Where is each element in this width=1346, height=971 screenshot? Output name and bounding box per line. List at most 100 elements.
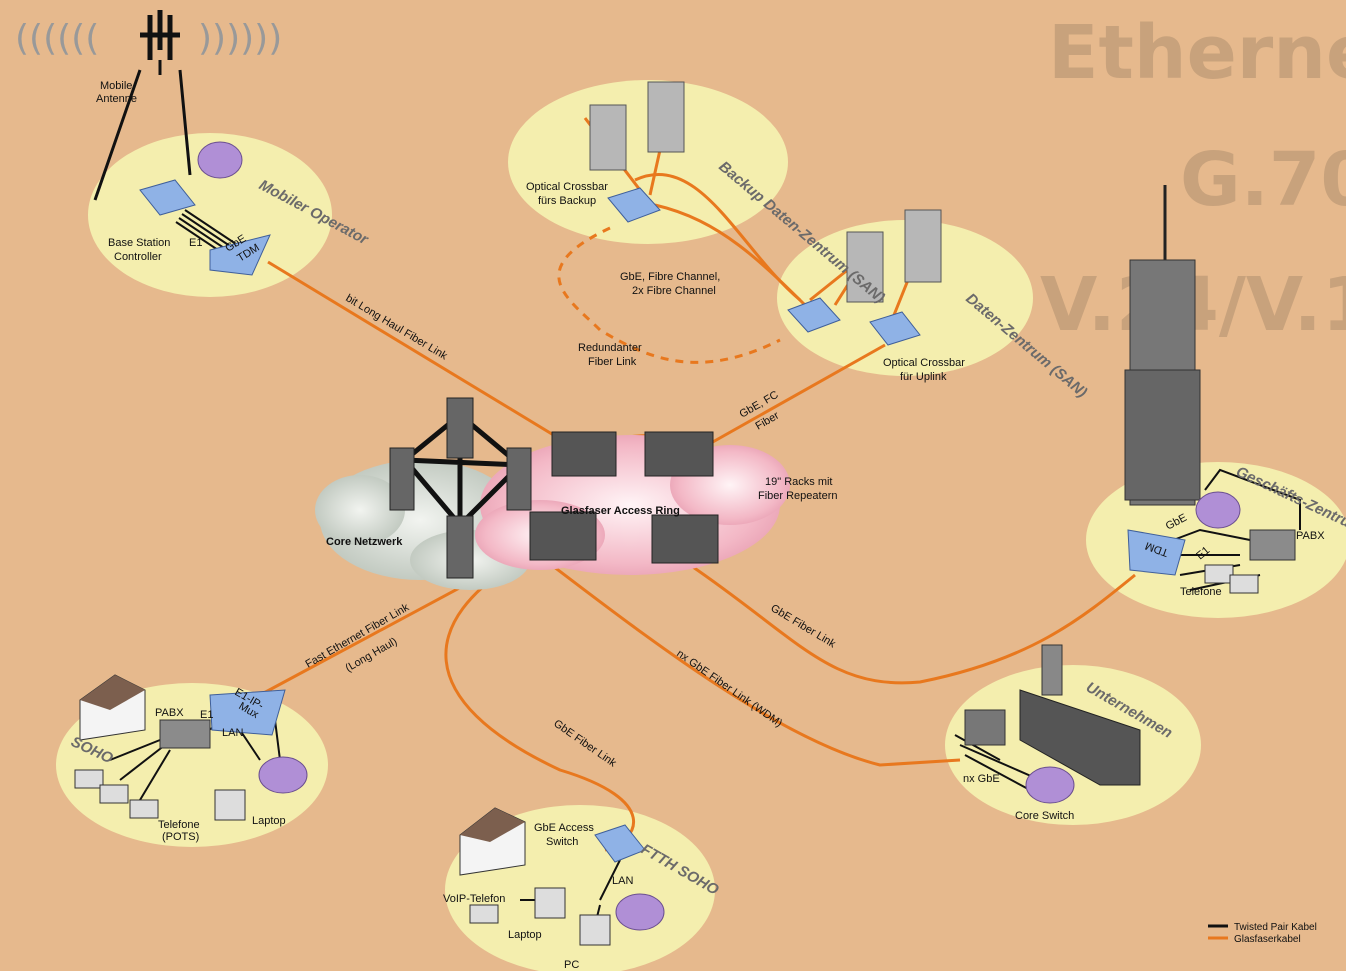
soho-lan-lines: [239, 719, 281, 761]
pabx-soho: [159, 719, 211, 749]
company-lines: [954, 734, 1041, 791]
label-gbe-access-2: Switch: [546, 836, 578, 848]
core-switch-router: [1025, 766, 1075, 804]
company-building: [964, 644, 1141, 786]
phone-soho-1: [74, 769, 104, 789]
label-crossbar-uplink-2: für Uplink: [900, 371, 947, 383]
label-gbe-fiber-ftth: GbE Fiber Link: [551, 718, 618, 770]
end-devices: [74, 529, 1296, 946]
soho-house: [79, 674, 146, 741]
signal-waves-left: ((((((: [15, 18, 99, 59]
label-lan-soho: LAN: [222, 727, 243, 739]
ftth-house: [459, 807, 526, 876]
label-mobile-antenna-2: Antenne: [96, 93, 137, 105]
business-building-link: [1204, 468, 1301, 530]
bg-title-1: Etherne: [1048, 10, 1346, 96]
switch-devices: [139, 179, 1186, 863]
dc-server-2: [904, 209, 942, 283]
soho-phone-lines: [109, 714, 236, 801]
rack-4: [651, 514, 719, 564]
backup-server-1: [589, 104, 627, 171]
label-redundant-1: Redundanter: [578, 342, 642, 354]
label-e1-mobile: E1: [189, 237, 202, 249]
gbe-fiber-link-business: [689, 563, 1136, 685]
pc-ftth: [579, 914, 611, 946]
router-soho: [258, 756, 308, 794]
skyscraper: [1124, 185, 1201, 506]
laptop-soho: [214, 789, 246, 821]
label-pc: PC: [564, 959, 579, 971]
phone-soho-3: [129, 799, 159, 819]
label-gbe-fc-2: 2x Fibre Channel: [632, 285, 716, 297]
laptop-ftth: [534, 887, 566, 919]
label-crossbar-uplink-1: Optical Crossbar: [883, 357, 965, 369]
fiber-repeater-racks: [529, 431, 719, 564]
gbe-tdm-mux-business: [1127, 529, 1186, 576]
label-voip: VoIP-Telefon: [443, 893, 505, 905]
label-racks-2: Fiber Repeatern: [758, 490, 838, 502]
label-e1-soho: E1: [200, 709, 213, 721]
rack-3: [529, 511, 597, 561]
label-nx-gbe-link: nx GbE Fiber Link (WDM): [674, 648, 784, 730]
label-pabx-business: PABX: [1296, 530, 1325, 542]
rack-2: [644, 431, 714, 477]
legend: Twisted Pair Kabel Glasfaserkabel: [1208, 922, 1317, 945]
label-fiber-link-short: Fiber: [754, 410, 782, 433]
core-network-buildings: [389, 397, 532, 579]
company-switch-rack: [964, 709, 1006, 746]
zone-backup-datacenter: [508, 80, 788, 244]
gbe-fiber-link-ftth: [444, 558, 635, 852]
e1-ip-mux: [209, 689, 286, 736]
label-crossbar-backup-2: fürs Backup: [538, 195, 596, 207]
rack-1: [551, 431, 617, 477]
label-nx-gbe: nx GbE: [963, 773, 1000, 785]
phone-business-2: [1229, 574, 1259, 594]
voip-phone: [469, 904, 499, 924]
label-core-network: Core Netzwerk: [326, 536, 403, 548]
dc-server-1: [846, 231, 884, 303]
e1-lines-mobile: [175, 209, 246, 263]
label-laptop-ftth: Laptop: [508, 929, 542, 941]
label-laptop-soho: Laptop: [252, 815, 286, 827]
optical-crossbar-backup: [607, 187, 661, 223]
label-telefone-business: Telefone: [1180, 586, 1222, 598]
mobile-antenna: (((((( )))))): [15, 10, 282, 201]
router-ftth: [615, 893, 665, 931]
router-business: [1195, 491, 1241, 529]
label-gbe-access-1: GbE Access: [534, 822, 594, 834]
pabx-business: [1249, 529, 1296, 561]
label-telefone-pots-2: (POTS): [162, 831, 199, 843]
label-long-haul: bit Long Haul Fiber Link: [343, 292, 449, 362]
san-fiber-link-2: [654, 203, 822, 322]
routers: [197, 141, 1241, 931]
label-bsc-1: Base Station: [108, 237, 170, 249]
label-gbe-fc-1: GbE, Fibre Channel,: [620, 271, 720, 283]
optical-crossbar-uplink: [869, 311, 921, 346]
fiber-links: [259, 117, 1136, 852]
long-haul-fiber-link: [267, 260, 571, 447]
zone-mobile-operator: [88, 133, 332, 297]
label-pabx-soho: PABX: [155, 707, 184, 719]
redundant-fiber-link: [557, 226, 781, 364]
nx-gbe-fiber-link: [544, 558, 961, 767]
label-redundant-2: Fiber Link: [588, 356, 637, 368]
phone-business-1: [1204, 564, 1234, 584]
backup-server-2: [647, 81, 685, 153]
gbe-fc-fiber-link: [694, 343, 886, 454]
label-racks-1: 19" Racks mit: [765, 476, 832, 488]
router-mobile: [197, 141, 243, 179]
gbe-tdm-mux-mobile: [209, 234, 271, 276]
gbe-access-switch: [594, 824, 646, 863]
bg-title-2: G.70: [1180, 137, 1346, 223]
phone-soho-2: [99, 784, 129, 804]
legend-fiber: Glasfaserkabel: [1234, 934, 1301, 945]
optical-crossbar-dc-1: [787, 297, 841, 333]
signal-waves-right: )))))): [198, 18, 282, 59]
label-bsc-2: Controller: [114, 251, 162, 263]
label-telefone-pots-1: Telefone: [158, 819, 200, 831]
legend-twisted-pair: Twisted Pair Kabel: [1234, 922, 1317, 933]
label-lan-ftth: LAN: [612, 875, 633, 887]
servers: [589, 81, 942, 303]
